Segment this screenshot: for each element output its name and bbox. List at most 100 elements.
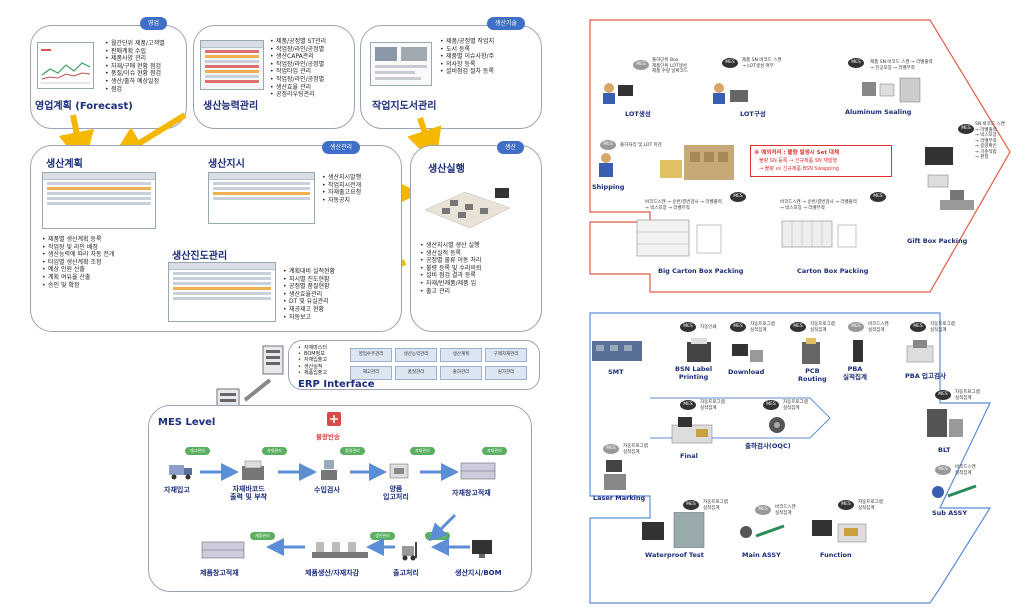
step-note: 제품 SN 바코드 스캔 → LOT생성 여부 [742,58,782,69]
mes-badge: MES [680,322,696,332]
bullet: 설비점검 절차 등록 [440,68,494,76]
order-title: 생산지시 [208,159,245,170]
mes-badge: MES [730,192,746,202]
bullet: 생산/출하 예상일정 [105,78,165,86]
main-assy-tool-icon [738,522,788,542]
forecast-line-chart-icon [41,49,91,84]
smt-machine-icon [590,335,645,365]
bullet: 예상 인원 산출 [42,266,114,274]
production-line-icon [310,538,370,562]
bullet: 점검 [105,86,165,94]
bullet: 도서 등록 [440,46,494,54]
defect-return-icon [325,410,343,428]
mes-badge: MES [683,500,699,510]
bullet: 월간단위 제품/고객별 [105,40,165,48]
bullet: DT 및 유실관리 [283,298,335,306]
bullet: 자재/구매 현황 점검 [105,63,165,71]
step-note: 자동인쇄 [700,325,717,330]
bullet: BOM정보 [298,351,327,357]
step-label: Gift Box Packing [907,237,968,245]
shipping-worker-icon [595,152,617,178]
step-note: 제품 SN 바코드 스캔 → 라벨출력 → 진공포장 → 라벨부착 [870,60,933,71]
step-note: 자동프로그램 실적집계 [955,390,980,401]
node-label: 자재입고 [164,486,190,494]
bullet: 지시별 진도현황 [283,276,335,284]
mes-badge: MES [848,58,864,68]
exception-line: → 불량 vs 신규제품 BSN Swapping [759,166,839,172]
bullet: 생산효율관리 [283,291,335,299]
bullet: 생산CAPA관리 [270,53,326,61]
bullet: 제품/공정별 작업지 [440,38,494,46]
mes-badge: MES [730,322,746,332]
big-carton-icon [635,215,725,260]
bullet: 설비 점검 결과 등록 [420,272,481,280]
node-pill: 자재관리 [482,447,507,455]
bullet: 생산효율 관리 [270,84,326,92]
bullet: 제품입출고 [298,370,327,376]
mes-badge: MES [935,465,951,475]
mes-badge: MES [603,444,619,454]
factory-floor-illustration [420,180,515,230]
plan-bullets: 제품별 생산계획 등록 작업장 및 라인 배정 생산능력에 따라 자동 전개 타… [42,236,114,289]
sealing-machine-icon [860,74,922,104]
bullet: 불량 등록 및 수리의뢰 [420,265,481,273]
bullet: 생산능력에 따라 자동 전개 [42,251,114,259]
scanner-icon [850,338,866,364]
document-image-icon [375,47,427,80]
bullet: 자재/반제품/제품 입 [420,280,481,288]
screwdriver-icon [930,482,980,502]
step-note: 자동프로그램 실적집계 [858,500,883,511]
step-note: 출하처리 및 LOT 마감 [620,143,662,148]
step-label: Sub ASSY [932,509,968,517]
node-label: 제품생산/자재차감 [305,569,360,577]
node-pill: 재고관리 [185,447,210,455]
bullet: 계획대비 실적현황 [283,268,335,276]
node-label: 수입검사 [314,486,340,494]
erp-title: ERP Interface [298,379,375,390]
bullet: 의사항 등록 [440,61,494,69]
step-note: 바코드스캔 실적집계 [775,505,796,516]
erp-module: 원가관리 [485,366,527,380]
mes-title: MES Level [158,417,216,428]
erp-module: 영업수주관리 [350,348,392,362]
bullet: 재공재고 현황 [283,306,335,314]
pba-inspection-icon [905,338,935,364]
router-machine-icon [800,338,822,366]
order-dept-pill: 생산관리 [322,141,361,154]
node-pill: 생산관리 [370,532,395,540]
erp-bullets: 자재마스터 BOM정보 자재입출고 생산실적 제품입출고 [298,345,327,376]
capacity-table-thumbnail [200,40,264,90]
step-label: Waterproof Test [645,551,704,559]
mes-badge: MES [755,505,771,515]
oqc-device-icon [765,415,789,435]
waterproof-tester-icon [640,511,710,549]
truck-icon [168,462,194,480]
erp-module: 품질관리 [395,366,437,380]
execution-dept-pill: 생산 [497,141,525,154]
step-note: 바코드스캔 → 순번/결번검사 → 라벨출력 → 박스포장 → 라벨부착 [780,200,857,211]
server-icon [262,345,284,375]
plan-screen-thumbnail [42,172,156,229]
exception-title: ※ 예외처리 : 불량 발생시 Set 대체 [754,150,840,156]
mes-badge: MES [722,58,738,68]
mes-badge: MES [870,192,886,202]
forklift-icon [398,540,422,562]
bullet: 품질/이슈 현황 점검 [105,70,165,78]
bullet: 자동보고 [283,314,335,322]
mes-panel [148,405,532,592]
bullet: 제품사양 관리 [105,55,165,63]
worker-scanner-icon [710,80,750,105]
work-instruction-bullets: 제품/공정별 작업지 도서 등록 제품별 이슈사항/주 의사항 등록 설비점검 … [440,38,494,76]
execution-title: 생산실행 [428,164,465,175]
bullet: 공정라우팅관리 [270,91,326,99]
bullet: 자동공지 [322,197,361,205]
good-receipt-icon [388,460,410,482]
step-label: Download [728,368,765,376]
step-label: PCB Routing [798,367,827,383]
step-label: Big Carton Box Packing [658,267,744,275]
bullet: 공정별 물류 이동 처리 [420,257,481,265]
node-label: 양품 입고처리 [383,485,409,501]
node-pill: 자재관리 [262,447,287,455]
bullet: 작업장 및 라인 배정 [42,244,114,252]
step-label: Aluminum Sealing [845,108,912,116]
